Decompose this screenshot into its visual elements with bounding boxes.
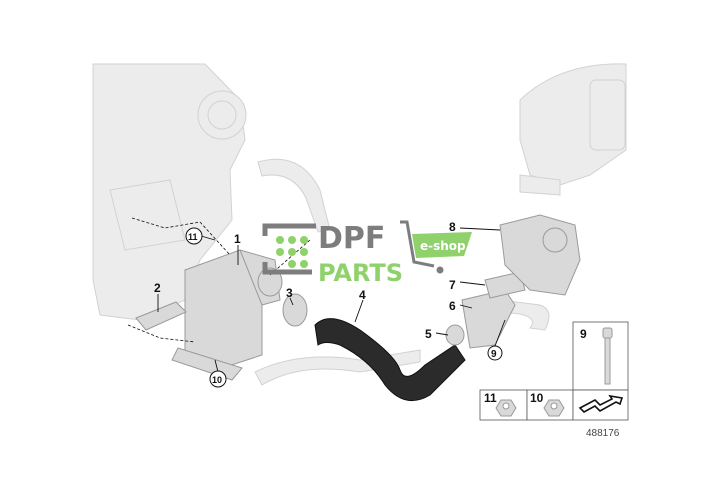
- watermark-badge-eshop: e-shop: [420, 239, 466, 253]
- engine-block-ghost: [92, 63, 247, 321]
- callout-10-circled: 10: [212, 375, 222, 385]
- parts-table: 9 11 10: [479, 321, 629, 421]
- table-label-11: 11: [484, 391, 497, 405]
- seal-ring: [445, 324, 465, 346]
- bolt-icon: [602, 327, 613, 385]
- dpf-parts-watermark-logo: DPF PARTS e-shop: [262, 220, 472, 287]
- egr-cooler: [171, 249, 283, 381]
- callout-2: 2: [154, 281, 161, 295]
- direction-arrow-icon: [578, 394, 624, 413]
- hose-clamp: [282, 293, 308, 327]
- callout-3: 3: [286, 286, 293, 300]
- callout-8: 8: [449, 220, 456, 234]
- diagram-number: 488176: [586, 428, 620, 439]
- callout-4: 4: [359, 288, 366, 302]
- coolant-hose: [314, 318, 466, 402]
- gasket: [135, 301, 187, 331]
- table-label-9: 9: [580, 327, 587, 341]
- callout-7: 7: [449, 278, 456, 292]
- callout-9-circled: 9: [491, 349, 497, 360]
- callout-11-circled: 11: [188, 232, 198, 242]
- watermark-word-parts: PARTS: [318, 259, 403, 287]
- callout-1: 1: [234, 232, 241, 246]
- turbocharger-ghost: [519, 63, 627, 196]
- table-label-10: 10: [530, 391, 544, 405]
- callout-5: 5: [425, 327, 432, 341]
- coolant-pipe-upper: [257, 158, 331, 233]
- gasket-plate: [484, 271, 526, 299]
- callout-6: 6: [449, 299, 456, 313]
- thermostat-housing: [461, 289, 516, 349]
- watermark-word-dpf: DPF: [318, 221, 385, 256]
